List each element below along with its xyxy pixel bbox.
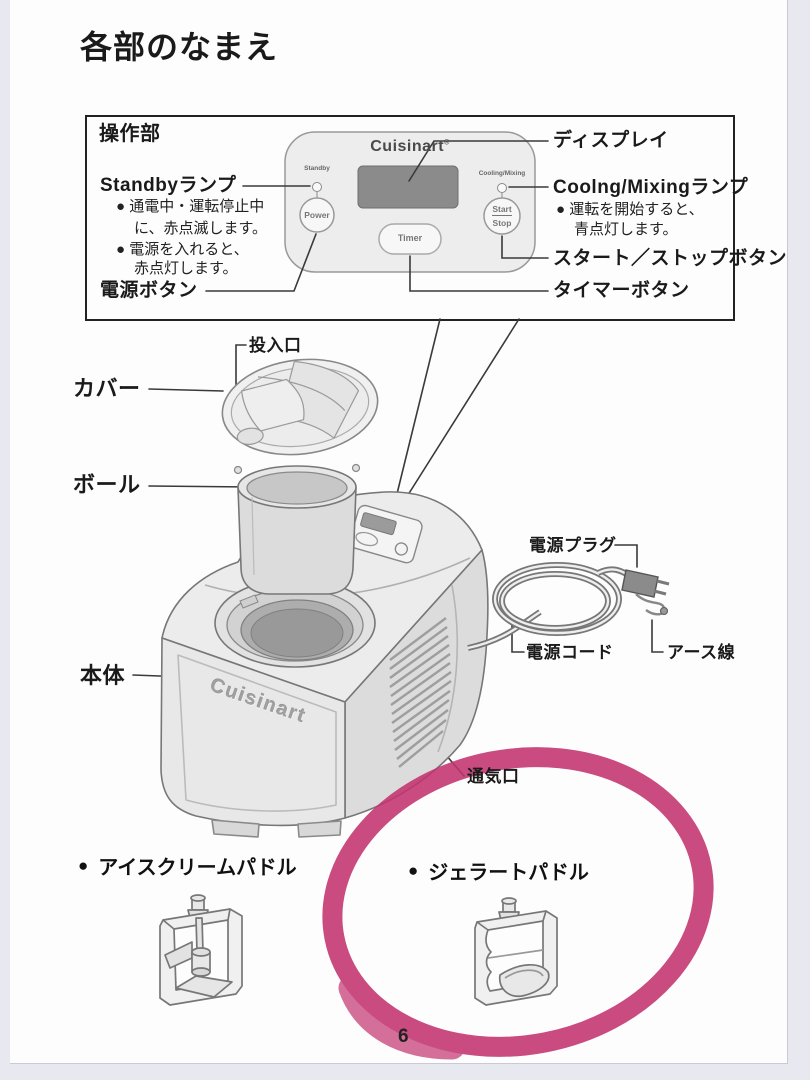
registered-mark: ® bbox=[444, 139, 450, 147]
panel-start-caption: Start bbox=[482, 205, 522, 216]
panel-cooling-mixing-caption: Cooling/Mixing bbox=[478, 170, 526, 177]
start-stop-button-shape bbox=[483, 197, 521, 235]
ice-cream-paddle-label: アイスクリームパドル bbox=[98, 857, 297, 879]
note-standby-4: 赤点灯します。 bbox=[134, 260, 238, 277]
note-standby-1: ● 通電中・運転停止中 bbox=[116, 198, 265, 215]
note-cooling-1: ● 運転を開始すると、 bbox=[556, 201, 704, 218]
panel-stop-caption: Stop bbox=[492, 218, 512, 228]
start-text: Start bbox=[492, 204, 512, 216]
panel-standby-caption: Standby bbox=[304, 165, 330, 172]
power-plug-shape bbox=[621, 569, 659, 598]
label-standby-lamp: Standbyランプ bbox=[100, 175, 237, 196]
operation-section-heading: 操作部 bbox=[99, 123, 161, 145]
cooling-mixing-led bbox=[497, 183, 507, 193]
label-body: 本体 bbox=[80, 663, 126, 688]
ice-cream-paddle-heading: ● アイスクリームパドル bbox=[78, 851, 297, 880]
page-title: 各部のなまえ bbox=[80, 29, 279, 65]
label-display: ディスプレイ bbox=[553, 130, 669, 151]
label-power-button: 電源ボタン bbox=[100, 280, 198, 301]
label-timer-button: タイマーボタン bbox=[553, 280, 690, 301]
label-power-plug: 電源プラグ bbox=[529, 536, 617, 555]
gelato-paddle-label: ジェラートパドル bbox=[428, 862, 589, 884]
note-standby-2: に、赤点滅します。 bbox=[134, 220, 268, 237]
label-power-cord: 電源コード bbox=[526, 643, 614, 662]
note-cooling-2: 青点灯します。 bbox=[574, 221, 678, 238]
display-screen bbox=[357, 165, 459, 209]
standby-led bbox=[312, 182, 322, 192]
machine-top-panel bbox=[348, 504, 423, 564]
label-feed-opening: 投入口 bbox=[249, 336, 302, 355]
bullet-icon: ● bbox=[408, 860, 419, 880]
label-cooling-mixing-lamp: Coolng/Mixingランプ bbox=[553, 177, 749, 198]
panel-power-caption: Power bbox=[304, 210, 330, 220]
panel-timer-caption: Timer bbox=[397, 233, 423, 243]
power-cord-illustration bbox=[467, 562, 670, 651]
panel-brand-text: Cuisinart bbox=[370, 138, 445, 155]
operation-section-box bbox=[85, 115, 735, 321]
bowl-illustration bbox=[233, 463, 361, 595]
vent-slats bbox=[389, 617, 452, 768]
ice-cream-paddle-illustration bbox=[159, 894, 243, 1006]
panel-brand-logo: Cuisinart® bbox=[360, 139, 460, 155]
cover-illustration bbox=[221, 358, 379, 456]
highlight-marker-circle bbox=[322, 747, 714, 1060]
timer-button-shape bbox=[378, 223, 442, 255]
gelato-paddle-heading: ● ジェラートパドル bbox=[408, 856, 589, 885]
bowl-well bbox=[214, 578, 376, 668]
label-earth-wire: アース線 bbox=[667, 643, 736, 662]
gelato-paddle-illustration bbox=[474, 897, 558, 1006]
note-standby-3: ● 電源を入れると、 bbox=[116, 241, 249, 258]
label-vent: 通気口 bbox=[467, 767, 520, 786]
label-bowl: ボール bbox=[73, 472, 141, 497]
label-start-stop-button: スタート／ストップボタン bbox=[553, 248, 788, 269]
leader-lines bbox=[132, 140, 664, 777]
bullet-icon: ● bbox=[78, 855, 89, 875]
label-cover: カバー bbox=[73, 376, 141, 401]
power-button-shape bbox=[299, 197, 335, 233]
page-number: 6 bbox=[398, 1026, 409, 1047]
